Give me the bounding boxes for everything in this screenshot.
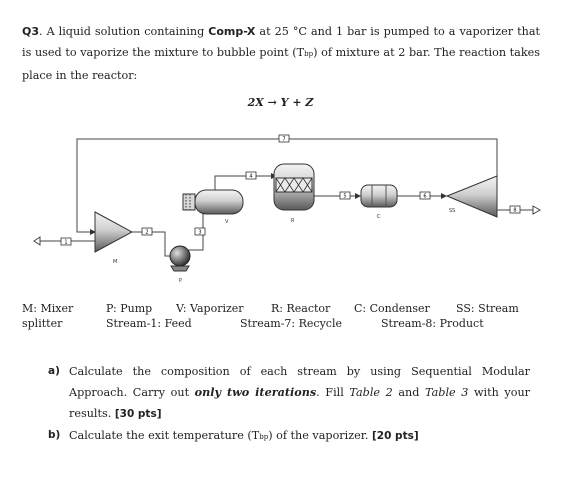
- svg-text:8: 8: [513, 208, 516, 214]
- component-name: Comp-X: [208, 25, 256, 38]
- splitter-icon: SS: [445, 175, 498, 218]
- legend-pump: P: Pump Stream-1: Feed: [106, 302, 192, 330]
- pump-icon: P: [169, 245, 191, 284]
- svg-text:5: 5: [343, 194, 346, 200]
- stream-tag-4: 4: [245, 171, 257, 180]
- svg-text:3: 3: [198, 230, 201, 236]
- svg-text:M: M: [113, 259, 117, 265]
- svg-text:4: 4: [249, 174, 252, 180]
- legend-recycle: Stream-7: Recycle: [240, 317, 342, 330]
- svg-text:SS: SS: [449, 208, 455, 214]
- reaction-equation: 2X → Y + Z: [247, 96, 314, 109]
- legend-mixer: M: Mixer splitter: [22, 302, 74, 330]
- svg-text:P: P: [179, 278, 182, 284]
- legend-reactor: R: Reactor: [271, 302, 331, 315]
- stream-4-line: [214, 173, 277, 190]
- question-parts: a)Calculate the composition of each stre…: [48, 361, 530, 448]
- svg-text:V: V: [225, 219, 229, 225]
- stream-tag-6: 6: [419, 191, 431, 200]
- stream-tag-7: 7: [278, 134, 290, 143]
- svg-text:R: R: [291, 218, 295, 224]
- stream-tag-2: 2: [141, 227, 153, 236]
- stream-tag-5: 5: [339, 191, 351, 200]
- legend-vaporizer: V: Vaporizer: [176, 302, 244, 315]
- svg-text:7: 7: [282, 137, 285, 143]
- svg-text:C: C: [377, 214, 381, 220]
- stream-tag-3: 3: [194, 227, 206, 236]
- svg-text:1: 1: [64, 240, 67, 246]
- svg-text:2: 2: [145, 230, 148, 236]
- vaporizer-icon: V: [182, 189, 244, 225]
- question-number: Q3: [22, 25, 40, 38]
- svg-text:6: 6: [423, 194, 426, 200]
- problem-statement: Q3. A liquid solution containing Comp-X …: [22, 25, 540, 82]
- part-a: a)Calculate the composition of each stre…: [48, 365, 531, 420]
- stream-tag-8: 8: [509, 205, 521, 214]
- legend-stream: SS: Stream: [456, 302, 519, 315]
- stream-2-line: [132, 231, 172, 257]
- part-b: b)Calculate the exit temperature (Tbp) o…: [48, 429, 419, 442]
- legend-condenser: C: Condenser: [354, 302, 430, 315]
- recycle-line: [76, 138, 498, 235]
- reactor-icon: R: [273, 163, 315, 224]
- process-flow-diagram: M P V: [33, 134, 542, 284]
- stream-tag-1: 1: [60, 237, 72, 246]
- mixer-icon: M: [94, 211, 134, 265]
- condenser-icon: C: [360, 184, 398, 220]
- legend-product: Stream-8: Product: [381, 317, 484, 330]
